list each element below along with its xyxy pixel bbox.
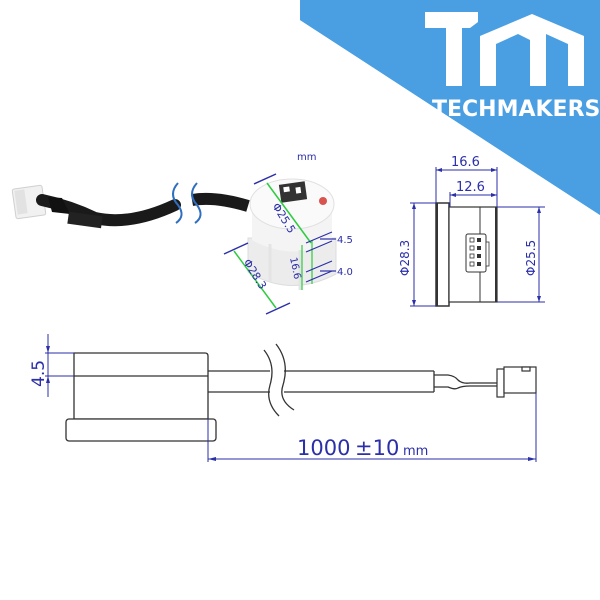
- side-dim-body-diameter: Φ25.5: [524, 240, 538, 276]
- front-dim-flange-thickness: 4.5: [29, 360, 49, 387]
- break-mark-icon: [172, 182, 183, 224]
- front-flange: [65, 418, 217, 442]
- front-cable: [208, 343, 497, 417]
- front-dim-cable-length: 1000 ±10 mm: [297, 436, 428, 460]
- unit-label: mm: [297, 152, 316, 163]
- photo-dim-height: 16.6: [287, 256, 302, 280]
- led-icon: [319, 197, 327, 205]
- cable-length-tolerance: ±10: [355, 436, 399, 460]
- front-body: [73, 352, 209, 420]
- techmakers-logo-icon: [425, 12, 584, 86]
- photo-dim-top-step: 4.5: [337, 235, 353, 246]
- product-photo: Φ25.5 Φ28.3 16.6 4.5 4.0 mm: [11, 152, 353, 315]
- cable-length-value: 1000: [297, 436, 350, 460]
- cable-length-unit: mm: [403, 444, 428, 459]
- side-view-drawing: 16.6 12.6 Φ28.3 Φ25.5: [398, 155, 545, 307]
- side-dim-body-length: 12.6: [456, 180, 485, 195]
- photo-dim-base-step: 4.0: [337, 267, 353, 278]
- side-dim-overall-length: 16.6: [451, 155, 480, 170]
- end-connector-icon: [496, 366, 537, 398]
- front-view-drawing: 4.5 1000 ±10 mm: [29, 334, 537, 462]
- side-dim-flange-diameter: Φ28.3: [398, 240, 412, 276]
- photo-dimensions: Φ25.5 Φ28.3 16.6 4.5 4.0 mm: [223, 152, 353, 315]
- brand-banner: TECHMAKERS: [300, 0, 600, 215]
- qr-code-icon: [278, 181, 308, 203]
- brand-name: TECHMAKERS: [432, 97, 600, 122]
- connector-icon: [465, 233, 490, 273]
